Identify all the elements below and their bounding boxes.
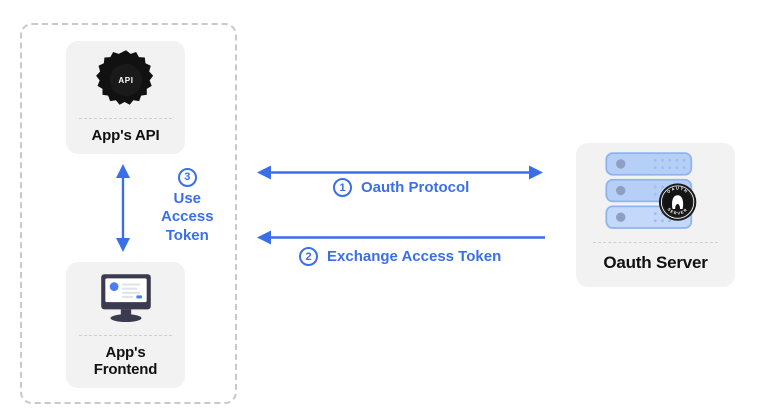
client-boundary-group [20,23,237,404]
arrow-exchange-token [257,230,545,245]
node-label-apps-api: App's API [91,127,160,145]
step-text-2: Exchange Access Token [327,248,502,265]
svg-text:OAUTH: OAUTH [665,186,689,195]
flow-label-oauth-protocol: 1 Oauth Protocol [333,178,469,197]
svg-text:SERVER: SERVER [666,207,688,216]
node-card-oauth-server[interactable]: OAUTH SERVER Oauth Server [576,143,735,287]
node-card-apps-api[interactable]: API App's API [66,41,185,154]
step-text-3: Use Access Token [161,190,214,245]
arrow-oauth-protocol [257,165,543,180]
flow-label-use-access-token: 3 Use Access Token [161,168,214,245]
step-text-1: Oauth Protocol [361,179,470,196]
server-stack-icon: OAUTH SERVER [576,143,735,242]
node-label-line1: App's [105,343,146,361]
flow-label-exchange-token: 2 Exchange Access Token [299,247,501,266]
step-text-3-line3: Token [165,226,209,244]
step-number-badge-3: 3 [177,168,197,187]
step-number-badge-1: 1 [333,178,352,197]
card-divider [79,334,172,336]
oauth-badge-icon: OAUTH SERVER [658,183,696,222]
step-number-badge-2: 2 [299,247,318,266]
arrow-use-access-token [116,164,130,252]
oauth-badge-bottom-label: SERVER [666,207,687,216]
api-badge-label: API [118,76,133,85]
step-text-3-line1: Use [173,190,202,207]
card-divider [79,118,172,120]
api-badge-icon: API [66,41,185,118]
node-label-line2: Frontend [93,361,158,379]
monitor-icon [66,262,185,335]
node-label-apps-frontend: App's Frontend [66,344,185,388]
oauth-badge-top-label: OAUTH [665,186,687,195]
step-text-3-line2: Access [161,208,214,226]
node-label-oauth-server: Oauth Server [603,252,708,272]
card-divider [593,241,718,243]
node-card-apps-frontend[interactable]: App's Frontend [66,262,185,388]
